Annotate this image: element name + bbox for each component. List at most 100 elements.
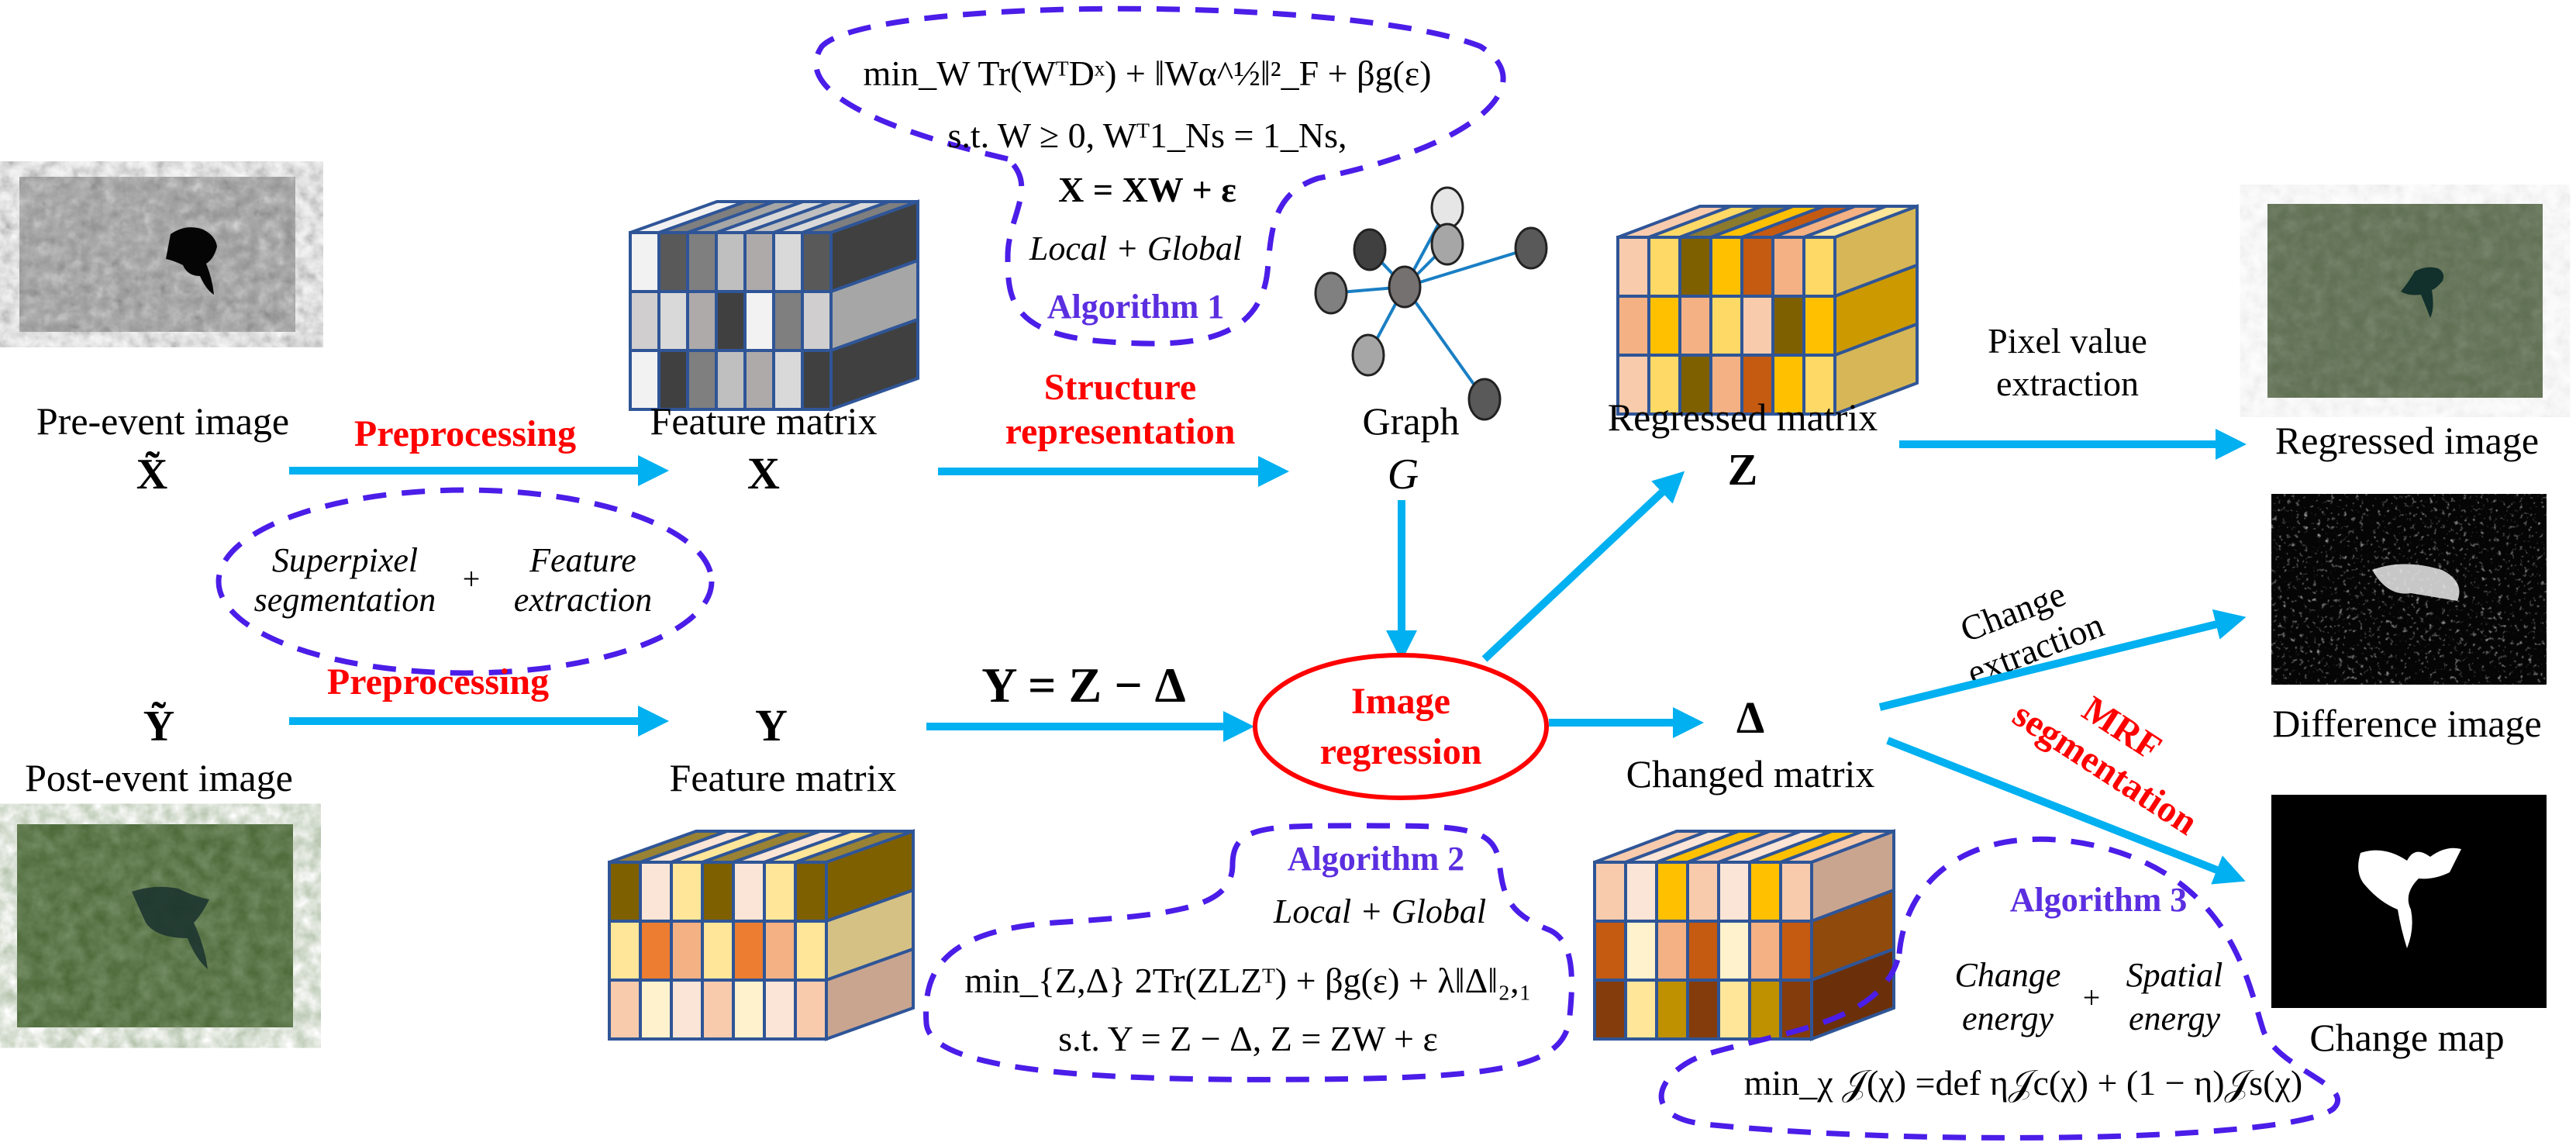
cube-front-cell: [1593, 979, 1627, 1041]
graph-node: [1351, 333, 1385, 377]
cube-front-cell: [1616, 354, 1650, 416]
pre-event-caption: Pre-event image: [36, 399, 289, 443]
cube-front-cell: [1779, 861, 1813, 923]
cube-side-cell: [1833, 322, 1919, 416]
spatial-energy-line2: energy: [2129, 999, 2221, 1037]
segmentation-label: segmentation: [254, 581, 436, 619]
cube-front-cell: [732, 861, 766, 923]
graph-node: [1430, 186, 1464, 230]
graph-edge: [1404, 247, 1532, 288]
cube-front-cell: [629, 349, 660, 411]
cube-front-cell: [1593, 861, 1627, 923]
cube-front-cell: [608, 861, 642, 923]
cube-front-cell: [715, 231, 747, 293]
algorithm1-objective: min_W Tr(WᵀDˣ) + ‖Wα^½‖²_F + βg(ε): [864, 54, 1432, 93]
feature-matrix-x-cube: [629, 199, 919, 412]
cube-front-cell: [732, 979, 766, 1041]
algorithm3-title: Algorithm 3: [2010, 881, 2188, 919]
preprocessing-top-label: Preprocessing: [354, 413, 576, 454]
graph-center-node: [1388, 265, 1422, 309]
algorithm3-outline: [1658, 836, 2340, 1141]
algorithm1-scope: Local + Global: [1029, 230, 1242, 268]
post-event-caption: Post-event image: [25, 756, 293, 799]
cube-front-cell: [670, 979, 704, 1041]
graph-node: [1514, 226, 1548, 270]
feature-matrix-y-symbol: Y: [755, 700, 788, 751]
cube-front-cell: [794, 861, 828, 923]
cube-front-cell: [1647, 236, 1681, 298]
feature-matrix-x-symbol: X: [747, 448, 780, 499]
cube-front-cell: [763, 979, 797, 1041]
cube-front-cell: [1771, 354, 1805, 416]
image-regression-node: Image regression: [1253, 653, 1549, 800]
cube-front-cell: [657, 231, 689, 293]
graph-node: [1430, 223, 1464, 266]
cube-front-cell: [1771, 236, 1805, 298]
cube-front-cell: [1624, 920, 1658, 982]
cube-front-cell: [608, 920, 642, 982]
algorithm1-outline: [813, 5, 1506, 347]
preprocessing-bottom-label: Preprocessing: [327, 661, 549, 702]
regressed-image-caption: Regressed image: [2275, 419, 2539, 462]
image-regression-line1: Image: [1351, 681, 1450, 722]
cube-front-cell: [801, 290, 833, 352]
mrf-arrow: [1886, 737, 2246, 885]
regression-to-z-arrow: [1481, 471, 1685, 662]
cube-front-cell: [670, 861, 704, 923]
cube-front-cell: [772, 290, 804, 352]
cube-front-cell: [1748, 979, 1782, 1041]
cube-front-cell: [801, 231, 833, 293]
cube-front-cell: [794, 920, 828, 982]
regressed-matrix-cube: [1616, 204, 1919, 416]
algorithm1-title: Algorithm 1: [1047, 288, 1225, 326]
cube-front-cell: [1740, 354, 1774, 416]
preprocess-plus: +: [463, 561, 481, 596]
cube-front-cell: [1771, 295, 1805, 357]
cube-front-cell: [1686, 920, 1720, 982]
cube-front-cell: [1717, 920, 1751, 982]
cube-front-cell: [639, 920, 673, 982]
pre-event-image: [19, 177, 295, 332]
difference-image: [2271, 494, 2547, 685]
cube-front-cell: [657, 290, 689, 352]
cube-front-cell: [686, 231, 718, 293]
cube-front-cell: [639, 979, 673, 1041]
cube-front-cell: [1647, 295, 1681, 357]
change-energy-line2: energy: [1962, 999, 2054, 1037]
cube-front-cell: [1709, 236, 1743, 298]
post-event-image: [17, 824, 293, 1027]
graph-symbol: G: [1388, 450, 1419, 499]
graph-g: [1314, 186, 1548, 421]
changed-matrix-symbol: Δ: [1736, 692, 1764, 743]
cube-front-cell: [763, 920, 797, 982]
cube-front-cell: [701, 979, 735, 1041]
preprocess-note-outline: [216, 487, 715, 676]
cube-front-cell: [701, 861, 735, 923]
cube-front-cell: [608, 979, 642, 1041]
graph-node: [1314, 271, 1348, 315]
image-regression-line2: regression: [1320, 731, 1482, 772]
cube-front-cell: [686, 290, 718, 352]
cube-front-cell: [657, 349, 689, 411]
graph-caption: Graph: [1363, 399, 1460, 443]
image-regression-ellipse: [1253, 653, 1549, 800]
cube-front-cell: [1678, 295, 1712, 357]
cube-front-cell: [1678, 236, 1712, 298]
cube-front-cell: [1779, 920, 1813, 982]
cube-front-cell: [1616, 236, 1650, 298]
superpixel-label: Superpixel: [272, 541, 418, 579]
cube-front-cell: [743, 349, 775, 411]
cube-front-cell: [1647, 354, 1681, 416]
pre-event-symbol: X̃: [136, 450, 167, 499]
post-event-symbol: Ỹ: [143, 701, 174, 751]
pixel-value-label-line2: extraction: [1996, 364, 2139, 403]
cube-front-cell: [1655, 920, 1689, 982]
cube-front-cell: [1802, 236, 1836, 298]
change-map-region: [2358, 847, 2461, 948]
spatial-energy-line1: Spatial: [2126, 956, 2223, 994]
feature-matrix-x-caption: Feature matrix: [650, 399, 878, 443]
cube-front-cell: [1655, 861, 1689, 923]
algorithm3-objective: min_χ 𝒥(χ) =def η𝒥c(χ) + (1 − η)𝒥s(χ): [1744, 1063, 2303, 1103]
pixel-value-label-line1: Pixel value: [1988, 321, 2147, 361]
